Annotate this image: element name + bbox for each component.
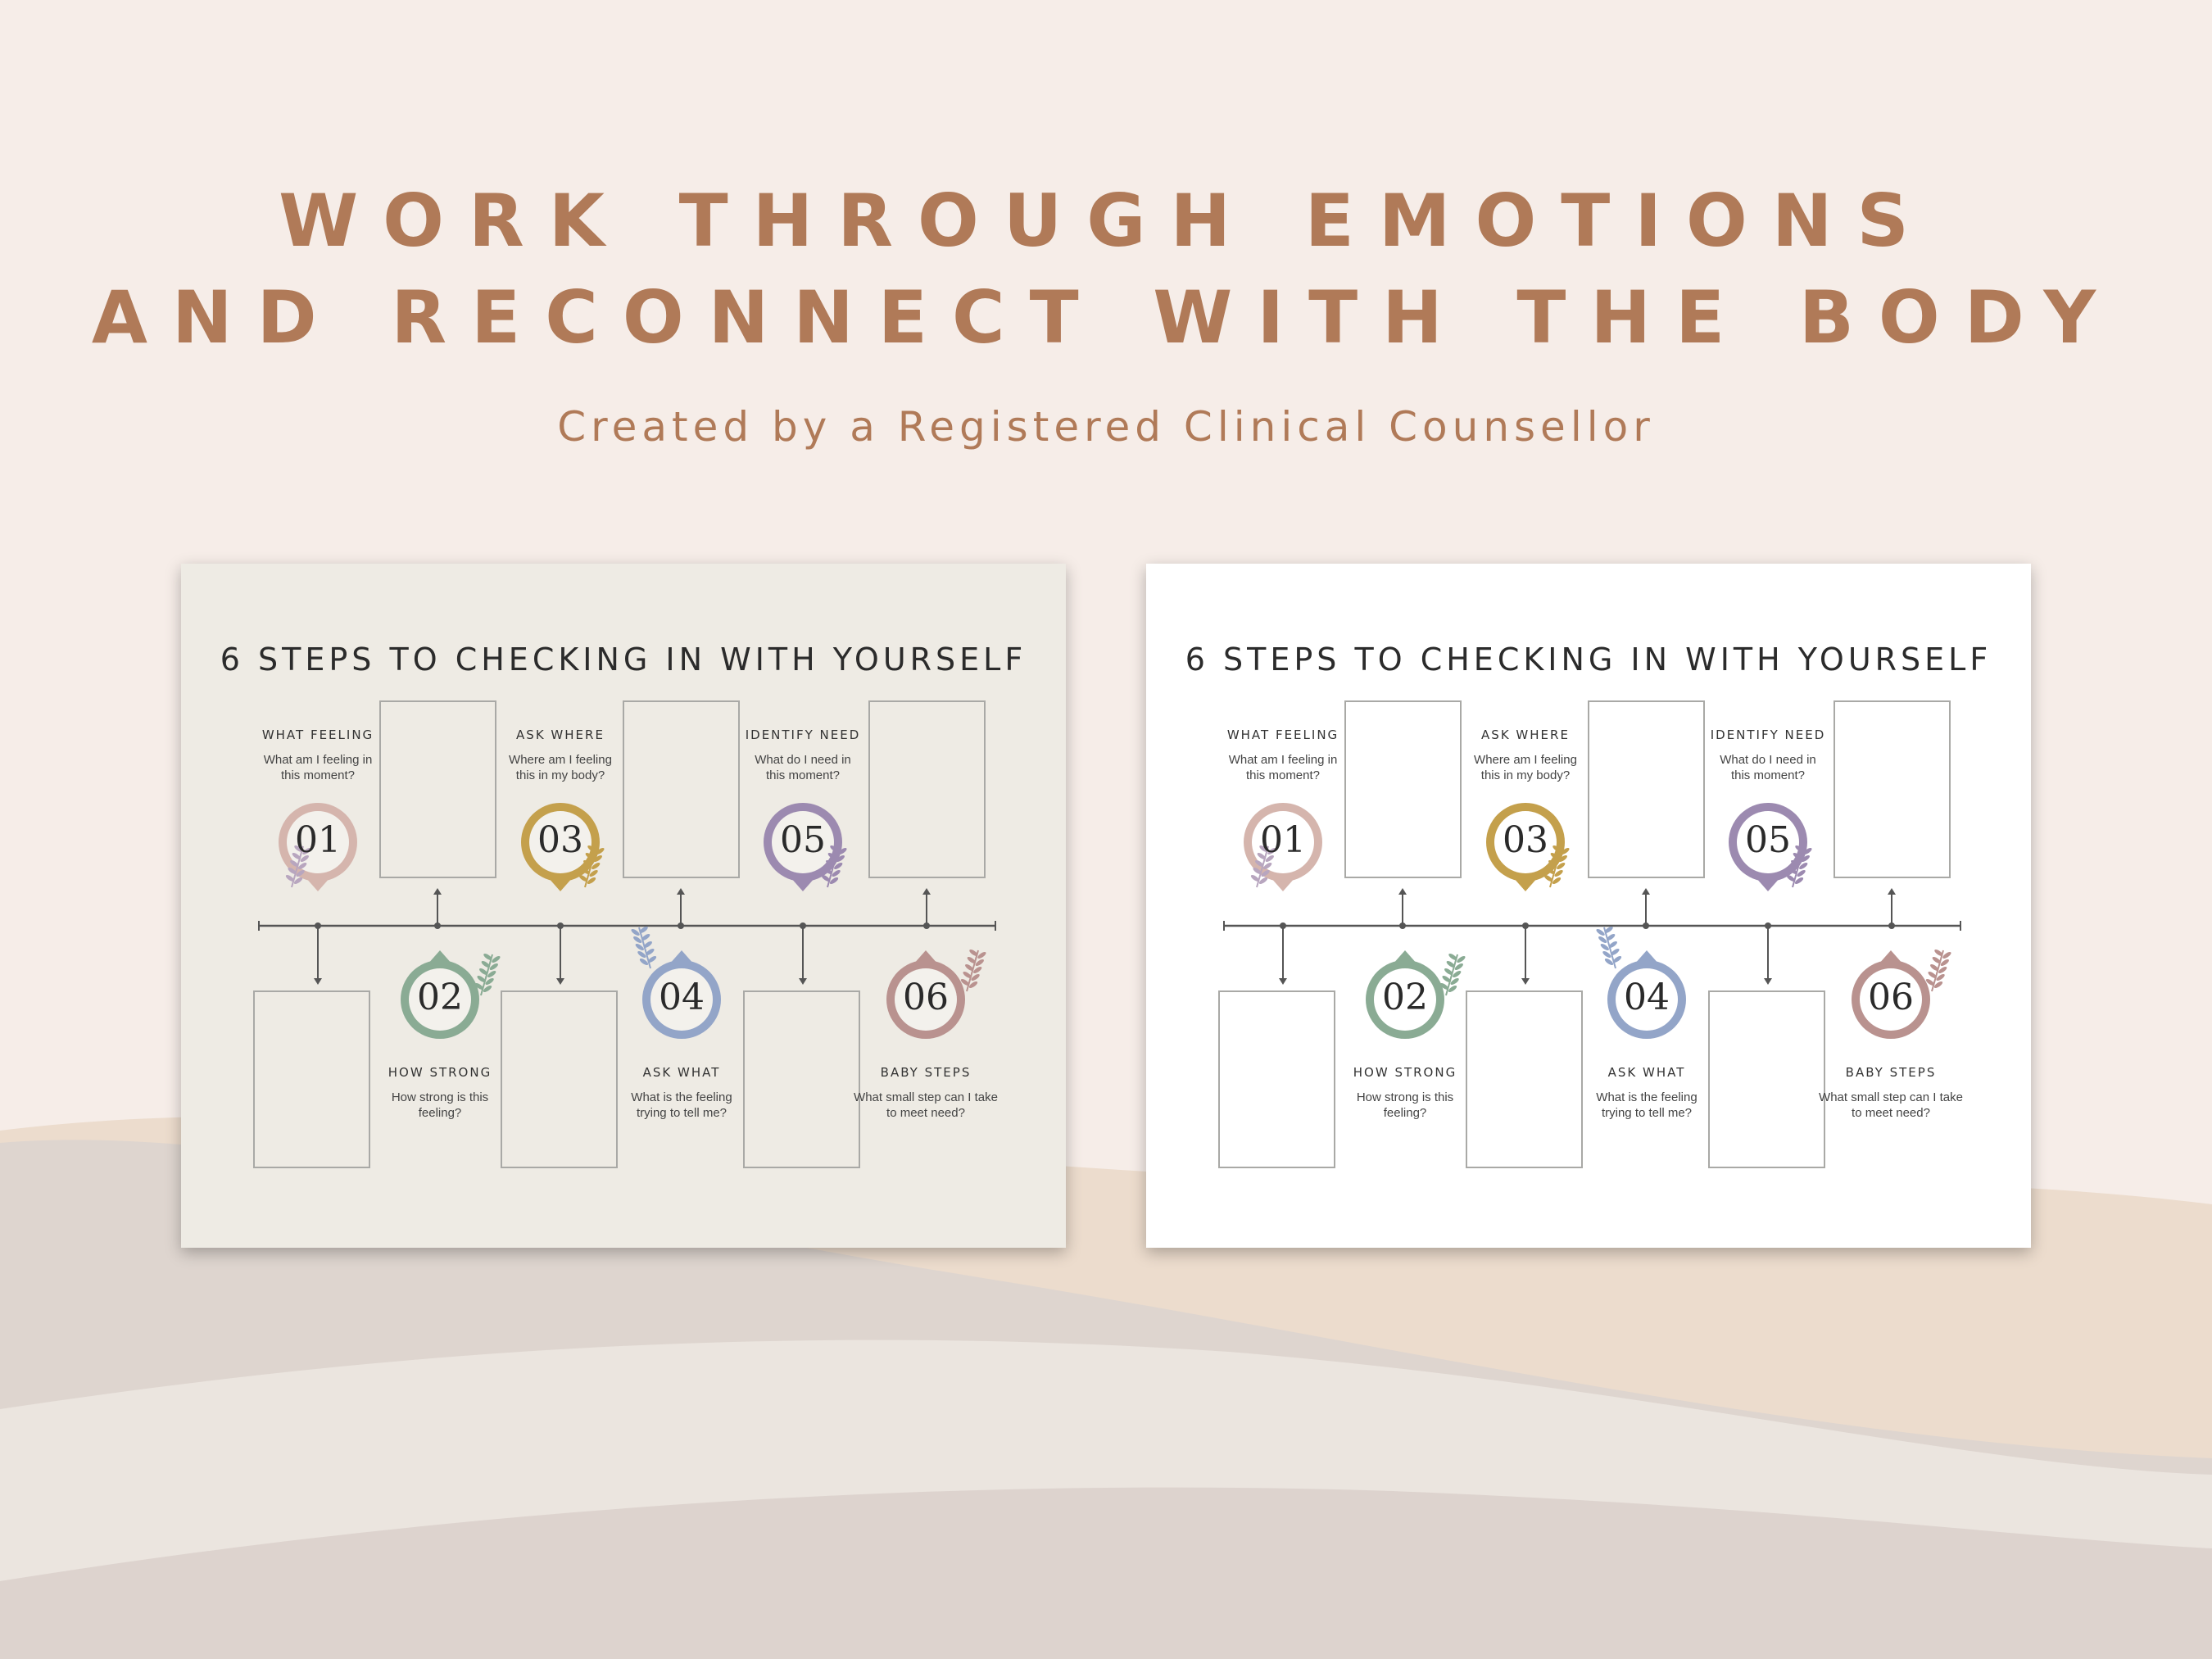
writing-box-bottom[interactable] — [743, 990, 860, 1168]
step-description-line-1: Where am I feeling — [1474, 753, 1577, 767]
step-description-line-2: to meet need? — [886, 1106, 965, 1120]
step-description-line-2: feeling? — [1383, 1106, 1427, 1120]
step-heading: HOW STRONG — [1353, 1065, 1457, 1080]
step-marker-05 — [1729, 803, 1812, 891]
subtitle: Created by a Registered Clinical Counsel… — [557, 403, 1655, 451]
step-number: 05 — [1745, 819, 1791, 861]
step-description-line-2: to meet need? — [1852, 1106, 1930, 1120]
step-marker-03 — [1486, 803, 1570, 891]
leaf-sprig-icon — [631, 926, 657, 969]
leaf-sprig-icon — [1250, 845, 1276, 888]
worksheet-beige: 6 STEPS TO CHECKING IN WITH YOURSELF 01 WH… — [181, 564, 1066, 1248]
worksheet-title: 6 STEPS TO CHECKING IN WITH YOURSELF — [220, 641, 1027, 678]
step-number: 04 — [1624, 977, 1670, 1018]
step-number: 03 — [537, 819, 583, 861]
leaf-sprig-icon — [578, 845, 605, 888]
leaf-sprig-icon — [821, 845, 847, 888]
step-marker-06 — [1852, 949, 1951, 1039]
step-description-line-1: How strong is this — [391, 1090, 489, 1104]
writing-box-top[interactable] — [379, 700, 496, 878]
step-marker-02 — [401, 950, 501, 1039]
step-description-line-2: this moment? — [765, 768, 841, 782]
headline-line-1: WORK THROUGH EMOTIONS — [279, 179, 1933, 263]
step-marker-03 — [521, 803, 605, 891]
leaf-sprig-icon — [1925, 949, 1951, 992]
step-description-line-1: Where am I feeling — [509, 753, 612, 767]
step-marker-04 — [1596, 926, 1686, 1039]
step-heading: HOW STRONG — [388, 1065, 492, 1080]
step-heading: WHAT FEELING — [261, 728, 374, 742]
writing-box-bottom[interactable] — [1218, 990, 1335, 1168]
leaf-sprig-icon — [1596, 926, 1622, 969]
leaf-sprig-icon — [285, 845, 311, 888]
step-heading: BABY STEPS — [1845, 1065, 1937, 1080]
step-heading: IDENTIFY NEED — [1710, 728, 1826, 742]
step-heading: ASK WHAT — [1607, 1065, 1686, 1080]
leaf-sprig-icon — [1439, 953, 1466, 996]
step-description-line-2: this moment? — [280, 768, 356, 782]
headline-line-2: AND RECONNECT WITH THE BODY — [91, 275, 2121, 360]
writing-box-top[interactable] — [1344, 700, 1462, 878]
worksheet-graphics — [253, 700, 996, 1168]
step-description-line-2: this moment? — [1245, 768, 1321, 782]
step-description-line-1: What small step can I take — [854, 1090, 998, 1104]
step-description-line-1: What is the feeling — [631, 1090, 732, 1104]
step-number: 01 — [295, 819, 341, 861]
step-description-line-1: What am I feeling in — [263, 753, 373, 767]
step-number: 06 — [903, 977, 949, 1018]
step-description-line-1: What am I feeling in — [1228, 753, 1338, 767]
writing-box-top[interactable] — [1588, 700, 1705, 878]
step-heading: ASK WHERE — [1481, 728, 1570, 742]
worksheet-white: 6 STEPS TO CHECKING IN WITH YOURSELF 01 WH… — [1146, 564, 2031, 1248]
step-heading: BABY STEPS — [880, 1065, 972, 1080]
step-number: 01 — [1260, 819, 1306, 861]
step-heading: ASK WHERE — [516, 728, 605, 742]
step-heading: IDENTIFY NEED — [745, 728, 861, 742]
step-description-line-1: What small step can I take — [1819, 1090, 1963, 1104]
worksheet-graphics — [1218, 700, 1961, 1168]
writing-box-top[interactable] — [623, 700, 740, 878]
step-number: 06 — [1868, 977, 1914, 1018]
step-marker-01 — [279, 803, 357, 891]
step-number: 02 — [417, 977, 463, 1018]
step-number: 02 — [1382, 977, 1428, 1018]
step-description-line-1: What is the feeling — [1596, 1090, 1698, 1104]
step-marker-06 — [886, 949, 986, 1039]
step-heading: WHAT FEELING — [1226, 728, 1339, 742]
step-description-line-2: this moment? — [1730, 768, 1806, 782]
step-description-line-1: How strong is this — [1356, 1090, 1454, 1104]
step-marker-02 — [1366, 950, 1466, 1039]
step-description-line-1: What do I need in — [755, 753, 851, 767]
step-description-line-2: this in my body? — [515, 768, 605, 782]
step-description-line-2: this in my body? — [1480, 768, 1571, 782]
step-marker-04 — [631, 926, 721, 1039]
step-description-line-2: trying to tell me? — [636, 1106, 728, 1120]
step-marker-01 — [1244, 803, 1322, 891]
step-number: 05 — [780, 819, 826, 861]
worksheet-title: 6 STEPS TO CHECKING IN WITH YOURSELF — [1185, 641, 1992, 678]
step-heading: ASK WHAT — [642, 1065, 721, 1080]
step-description-line-2: trying to tell me? — [1601, 1106, 1693, 1120]
writing-box-bottom[interactable] — [501, 990, 618, 1168]
step-description-line-2: feeling? — [418, 1106, 462, 1120]
writing-box-top[interactable] — [868, 700, 986, 878]
writing-box-bottom[interactable] — [253, 990, 370, 1168]
step-number: 04 — [659, 977, 705, 1018]
writing-box-bottom[interactable] — [1708, 990, 1825, 1168]
step-description-line-1: What do I need in — [1720, 753, 1816, 767]
step-number: 03 — [1503, 819, 1548, 861]
writing-box-top[interactable] — [1834, 700, 1951, 878]
step-marker-05 — [764, 803, 847, 891]
leaf-sprig-icon — [1786, 845, 1812, 888]
leaf-sprig-icon — [960, 949, 986, 992]
leaf-sprig-icon — [474, 953, 501, 996]
writing-box-bottom[interactable] — [1466, 990, 1583, 1168]
leaf-sprig-icon — [1543, 845, 1570, 888]
